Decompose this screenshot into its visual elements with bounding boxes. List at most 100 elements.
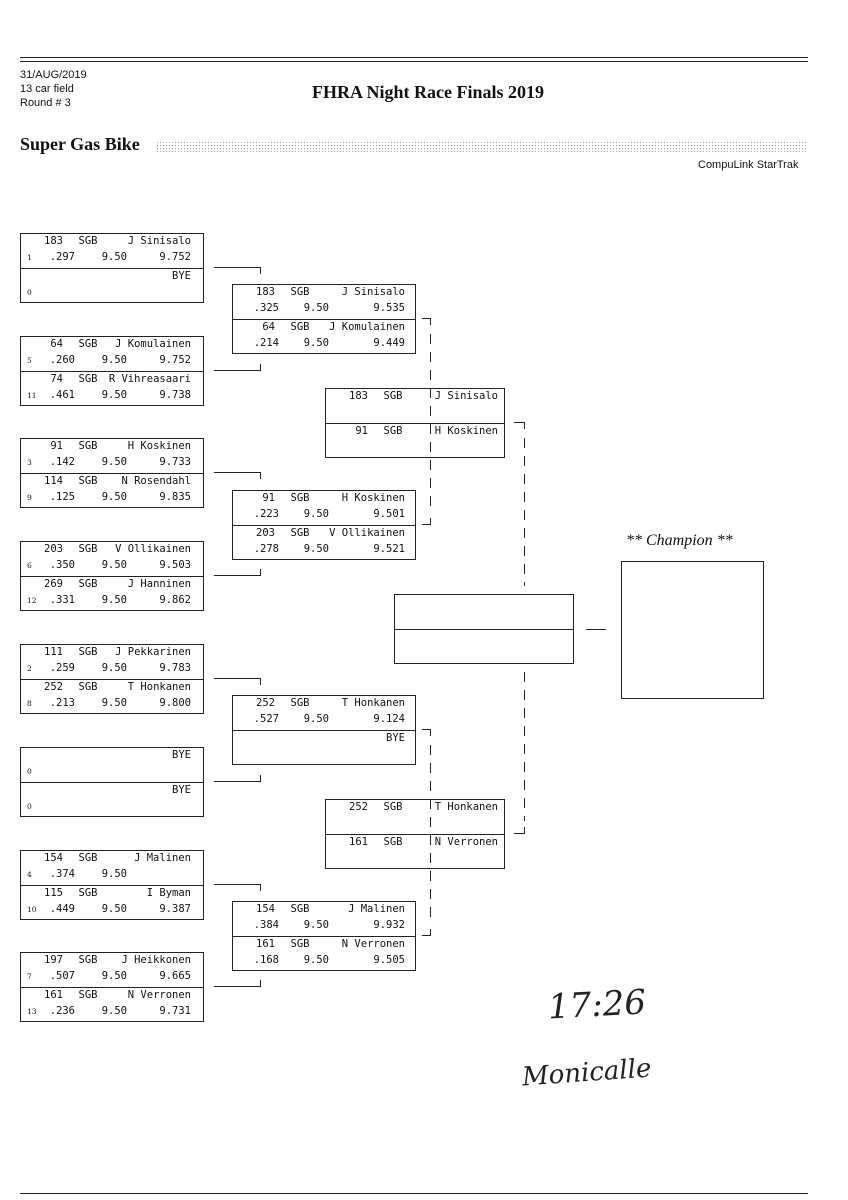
reaction-time: .384: [253, 919, 279, 931]
racer-name: N Verronen: [341, 938, 405, 950]
elapsed-time: 9.535: [373, 302, 405, 314]
bracket-connector: [524, 744, 525, 754]
racer-name: J Sinisalo: [434, 390, 498, 402]
bracket-connector: [430, 871, 431, 881]
seed-number: 12: [27, 596, 37, 605]
bracket-connector: [430, 781, 431, 791]
bracket-connector: [430, 442, 431, 452]
seed-number: 4: [27, 870, 32, 879]
race-date: 31/AUG/2019: [20, 69, 87, 81]
seed-number: 10: [27, 905, 37, 914]
event-name: Super Gas Bike: [20, 134, 140, 154]
class-code: SGB: [78, 954, 98, 966]
bracket-connector: [430, 835, 431, 845]
bracket-connector: [524, 762, 525, 772]
seed-number: 6: [27, 561, 32, 570]
bracket-connector: [214, 267, 261, 274]
handwritten-time: 17:26: [547, 982, 647, 1028]
car-number: 91: [262, 492, 275, 504]
bracket-connector: [514, 422, 525, 429]
elapsed-time: 9.733: [159, 456, 191, 468]
dial-in: 9.50: [303, 302, 329, 314]
elapsed-time: 9.665: [159, 970, 191, 982]
bracket-connector: [524, 582, 525, 586]
elapsed-time: 9.835: [159, 491, 191, 503]
dial-in: 9.50: [101, 594, 127, 606]
car-number: 269: [44, 578, 63, 590]
reaction-time: .214: [253, 337, 279, 349]
seed-number: 0: [27, 802, 32, 811]
elapsed-time: 9.738: [159, 389, 191, 401]
car-number: 64: [262, 321, 275, 333]
bracket-connector: [524, 798, 525, 808]
racer-name: J Hanninen: [127, 578, 191, 590]
car-number: 197: [44, 954, 63, 966]
class-code: SGB: [78, 543, 98, 555]
class-code: SGB: [78, 646, 98, 658]
racer-name: J Komulainen: [115, 338, 191, 350]
dial-in: 9.50: [101, 456, 127, 468]
class-code: SGB: [290, 527, 310, 539]
dial-in: 9.50: [303, 954, 329, 966]
reaction-time: .259: [49, 662, 75, 674]
dial-in: 9.50: [101, 559, 127, 571]
racer-name: J Heikkonen: [121, 954, 191, 966]
champion-box: [621, 561, 764, 699]
bracket-connector: [524, 474, 525, 484]
bracket-connector: [430, 460, 431, 470]
racer-name: J Komulainen: [329, 321, 405, 333]
bracket-connector: [524, 672, 525, 682]
class-code: SGB: [78, 578, 98, 590]
elapsed-time: 9.124: [373, 713, 405, 725]
car-number: 252: [44, 681, 63, 693]
seed-number: 7: [27, 972, 32, 981]
field-size: 13 car field: [20, 83, 74, 95]
bracket-connector: [586, 629, 606, 630]
seed-number: 9: [27, 493, 32, 502]
elapsed-time: 9.501: [373, 508, 405, 520]
racer-name: N Rosendahl: [121, 475, 191, 487]
racer-name: J Sinisalo: [127, 235, 191, 247]
dial-in: 9.50: [101, 697, 127, 709]
seed-number: 3: [27, 458, 32, 467]
car-number: 183: [349, 390, 368, 402]
racer-name: BYE: [386, 732, 405, 744]
class-code: SGB: [78, 475, 98, 487]
racer-name: J Pekkarinen: [115, 646, 191, 658]
bracket-slot: BYE: [233, 730, 415, 765]
reaction-time: .325: [253, 302, 279, 314]
seed-number: 2: [27, 664, 32, 673]
seed-number: 0: [27, 288, 32, 297]
car-number: 91: [50, 440, 63, 452]
class-code: SGB: [78, 681, 98, 693]
car-number: 115: [44, 887, 63, 899]
dial-in: 9.50: [101, 491, 127, 503]
class-code: SGB: [290, 697, 310, 709]
racer-name: J Malinen: [134, 852, 191, 864]
bracket-connector: [430, 388, 431, 398]
reaction-time: .223: [253, 508, 279, 520]
reaction-time: .374: [49, 868, 75, 880]
bracket-connector: [430, 478, 431, 488]
car-number: 91: [355, 425, 368, 437]
class-code: SGB: [78, 338, 98, 350]
class-code: SGB: [383, 425, 403, 437]
class-code: SGB: [78, 373, 98, 385]
dial-in: 9.50: [303, 508, 329, 520]
seed-number: 11: [27, 391, 37, 400]
class-code: SGB: [290, 938, 310, 950]
reaction-time: .236: [49, 1005, 75, 1017]
